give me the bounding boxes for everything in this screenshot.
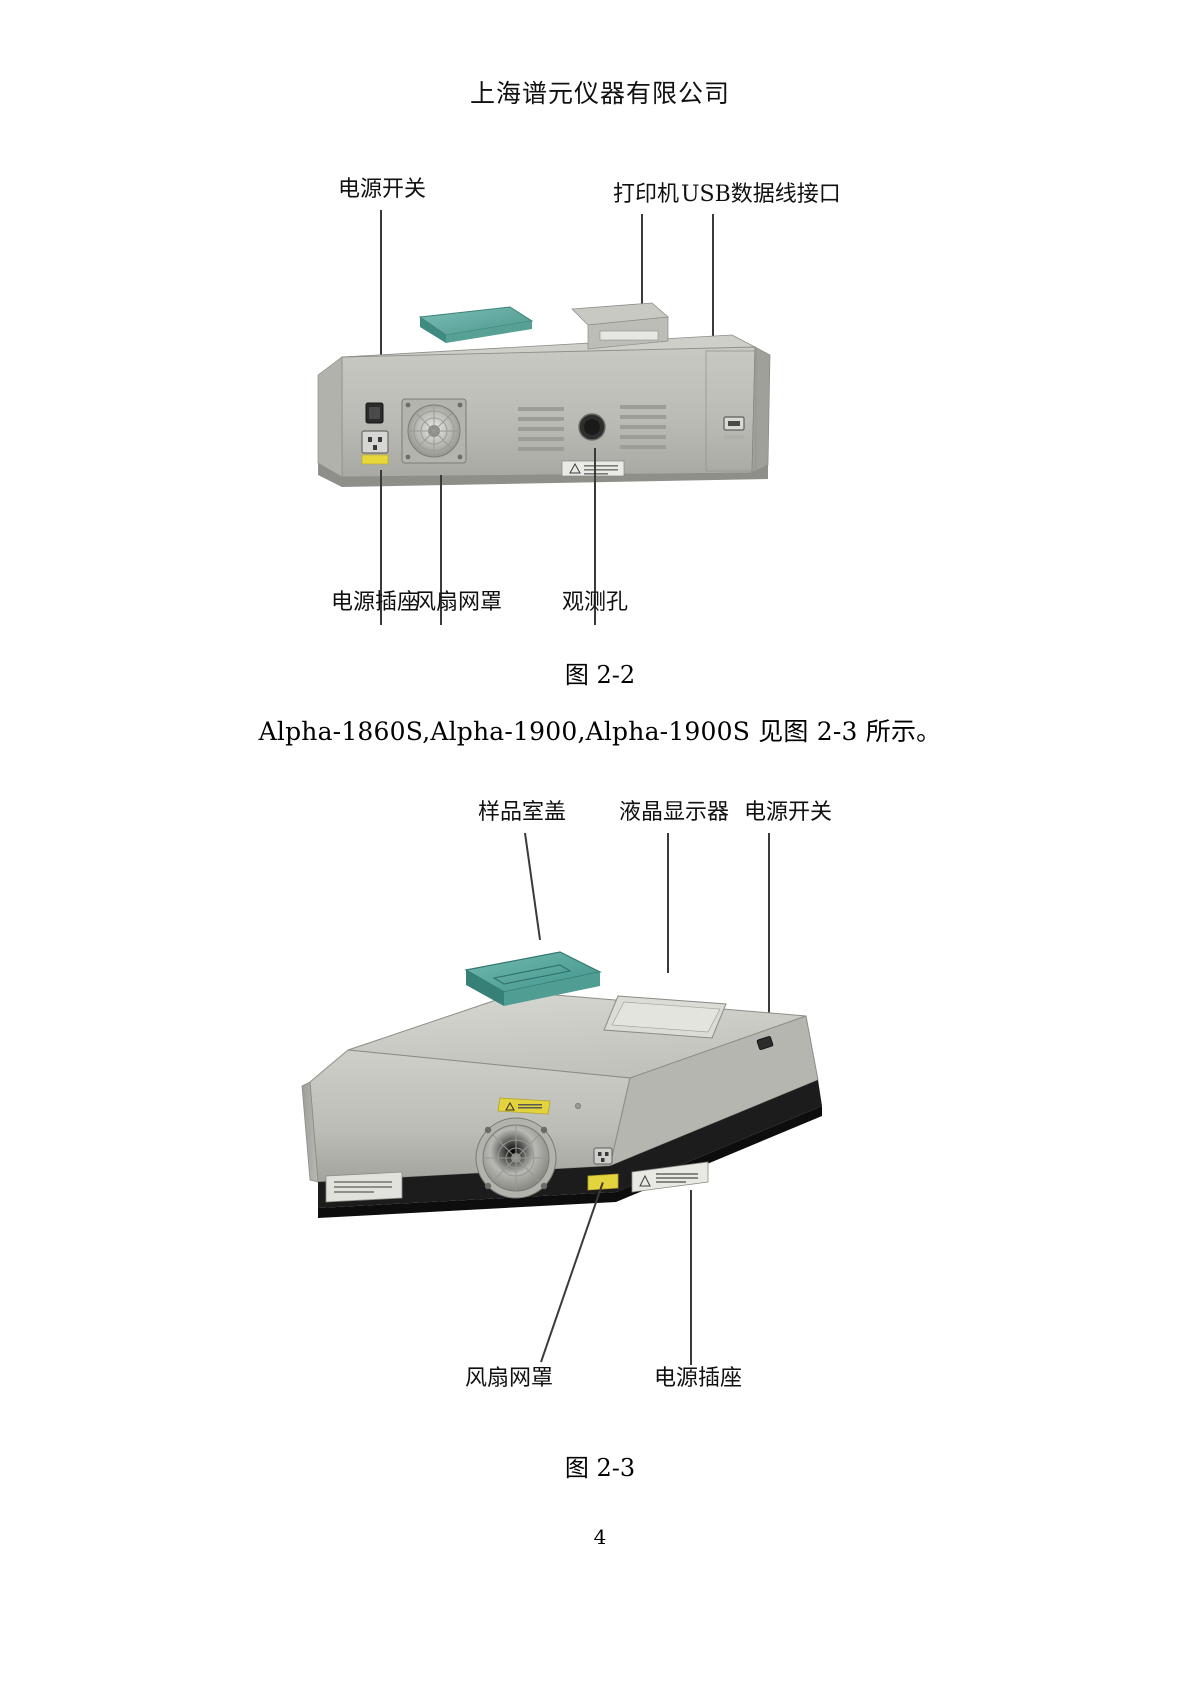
label-power-socket-2-3: 电源插座 xyxy=(654,1366,743,1391)
label-lcd-display: 液晶显示器 xyxy=(619,800,730,825)
leader-line-power-socket-2-3 xyxy=(690,1190,692,1365)
figure-2-3-caption: 图 2-3 xyxy=(564,1454,636,1482)
leader-line-usb-port xyxy=(712,214,714,431)
leader-line-power-switch-2-3 xyxy=(768,833,770,1023)
label-sample-chamber-cover: 样品室盖 xyxy=(478,800,567,825)
label-observation-hole: 观测孔 xyxy=(562,590,629,615)
instrument-rear-view-alpha-1500-series xyxy=(300,295,780,505)
leader-line-lcd-display xyxy=(667,833,669,973)
figure-2-2-caption: 图 2-2 xyxy=(564,661,636,689)
instrument-three-quarter-view-alpha-1900-series xyxy=(288,930,848,1260)
page-number: 4 xyxy=(593,1525,607,1549)
label-power-socket: 电源插座 xyxy=(331,590,420,615)
label-fan-grille-2-3: 风扇网罩 xyxy=(465,1366,554,1391)
leader-line-power-socket xyxy=(380,470,382,625)
leader-line-observation-hole xyxy=(594,448,596,625)
leader-line-sample-chamber-cover xyxy=(524,832,541,941)
label-usb-port: USB数据线接口 xyxy=(681,182,841,207)
leader-line-printer xyxy=(641,214,643,342)
label-printer: 打印机 xyxy=(613,182,680,207)
leader-line-power-switch xyxy=(380,210,382,400)
page-title: 上海谱元仪器有限公司 xyxy=(469,79,730,108)
label-power-switch-top: 电源开关 xyxy=(338,177,427,202)
label-fan-grille: 风扇网罩 xyxy=(414,590,503,615)
leader-line-fan-grille xyxy=(440,475,442,625)
label-power-switch-2-3: 电源开关 xyxy=(744,800,833,825)
body-paragraph-models: Alpha-1860S,Alpha-1900,Alpha-1900S 见图 2-… xyxy=(258,717,942,746)
